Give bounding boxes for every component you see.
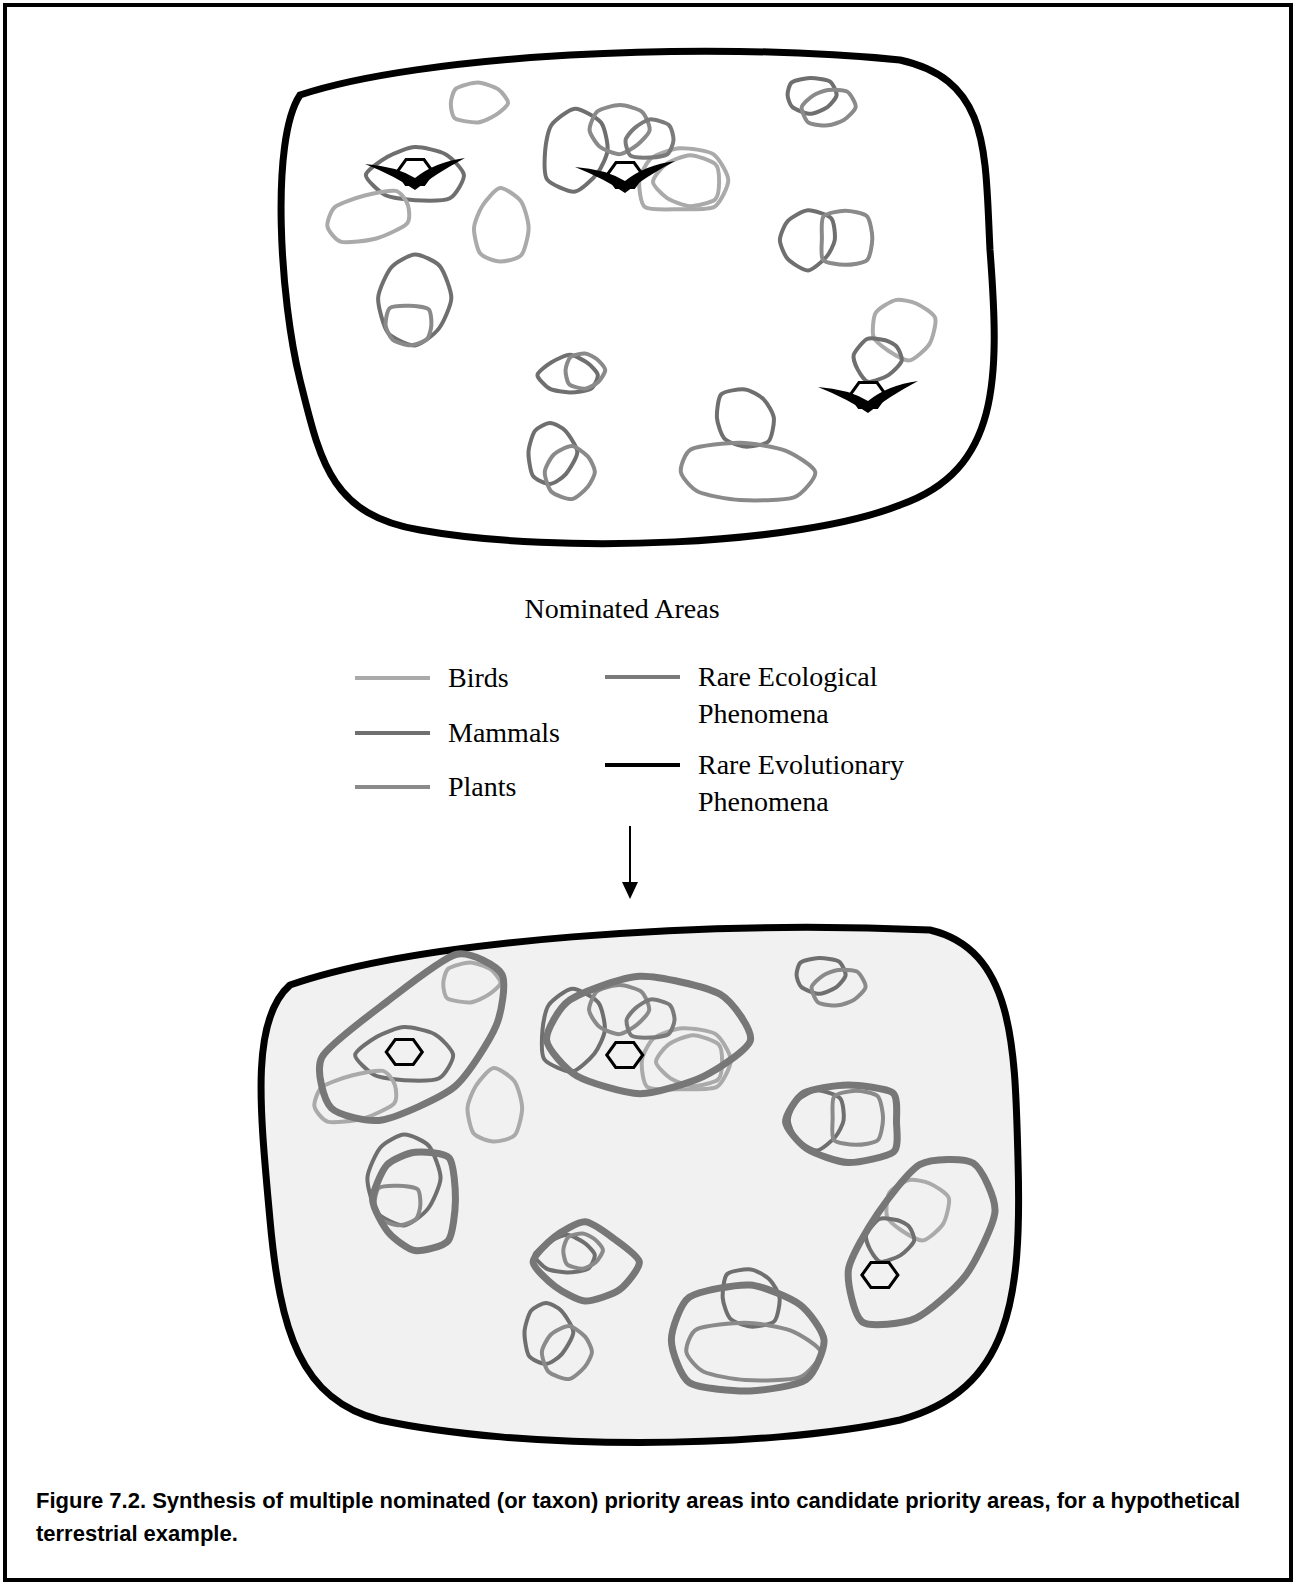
nominated-area: [723, 1269, 780, 1326]
legend-text: Rare Evolutionary Phenomena: [698, 746, 948, 820]
nominated-area: [821, 211, 872, 265]
region-outline: [261, 927, 1019, 1442]
candidate-map: [261, 927, 1019, 1442]
nominated-area: [327, 191, 409, 243]
legend-text: Birds: [448, 659, 509, 696]
bird-icon: [365, 158, 465, 190]
nominated-area: [686, 1323, 821, 1381]
legend-title: Nominated Areas: [524, 590, 719, 627]
evolutionary-area: [862, 1263, 898, 1288]
evolutionary-area: [607, 1043, 643, 1068]
nominated-area: [854, 338, 902, 382]
nominated-area: [589, 985, 649, 1034]
legend-swatch: [605, 763, 680, 767]
nominated-area: [873, 300, 936, 361]
legend-text: Mammals: [448, 714, 560, 751]
flow-arrow: [629, 826, 631, 884]
nominated-area: [542, 1326, 592, 1379]
nominated-area: [378, 255, 451, 346]
nominated-area: [563, 1233, 603, 1268]
nominated-area: [590, 105, 650, 154]
legend-swatch: [355, 785, 430, 789]
nominated-area: [681, 443, 816, 501]
candidate-priority-area: [547, 976, 751, 1093]
candidate-priority-area: [533, 1222, 639, 1301]
nominated-area: [717, 389, 774, 446]
region-outline: [281, 51, 994, 543]
nominated-area: [524, 1303, 573, 1364]
nominated-area: [653, 155, 719, 206]
evolutionary-area: [386, 1040, 422, 1065]
candidate-priority-area: [848, 1159, 995, 1324]
bird-icon: [575, 161, 675, 193]
nominated-area: [627, 999, 675, 1037]
nominated-area: [802, 90, 856, 126]
legend-swatch: [355, 676, 430, 680]
nominated-area: [832, 1091, 883, 1145]
nominated-area: [451, 83, 508, 123]
arrow-head: [622, 882, 638, 899]
nominated-area: [812, 970, 866, 1006]
legend-swatch: [355, 731, 430, 735]
candidate-priority-area: [320, 954, 504, 1121]
legend-text: Plants: [448, 768, 516, 805]
legend-swatch: [605, 675, 680, 679]
figure-caption: Figure 7.2. Synthesis of multiple nomina…: [36, 1484, 1261, 1550]
candidate-priority-area: [373, 1152, 456, 1251]
nominated-area: [626, 119, 674, 157]
nominated-map: [281, 51, 994, 543]
legend-text: Rare Ecological Phenomena: [698, 658, 948, 732]
candidate-priority-area: [786, 1085, 898, 1162]
nominated-area: [656, 1035, 722, 1086]
nominated-area: [386, 306, 432, 346]
bird-icon: [818, 381, 918, 413]
nominated-area: [545, 109, 608, 192]
candidate-priority-area: [671, 1285, 824, 1391]
nominated-area: [545, 446, 595, 499]
figure-frame: [5, 5, 1291, 1580]
nominated-area: [566, 353, 606, 388]
nominated-area: [474, 188, 529, 262]
nominated-area: [468, 1068, 523, 1142]
